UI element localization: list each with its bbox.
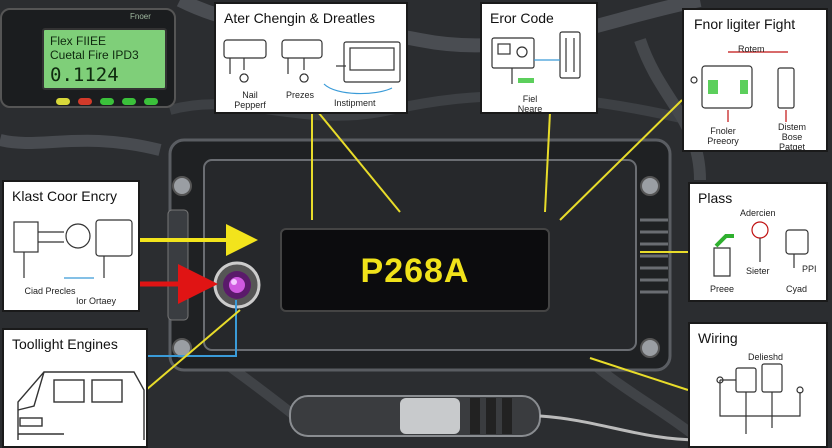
meter-led-green-2 [122, 98, 136, 105]
wiring-sketch-icon [716, 363, 804, 434]
panel-klast: Klast Coor Encry Ciad Precles Ior Ortaey [2, 180, 140, 312]
label-distem: Distem Bose Patget [777, 122, 806, 152]
error-code-sketch-icon [491, 31, 581, 84]
panel-title: Eror Code [490, 10, 554, 26]
label-ppi: PPI [802, 264, 817, 274]
van-icon [17, 371, 145, 440]
panel-title: Wiring [698, 330, 738, 346]
sensor-lens-icon [213, 261, 261, 309]
label-preee: Preee [710, 284, 735, 294]
label-ciad-precles: Ciad Precles [24, 286, 76, 296]
meter-led-yellow [56, 98, 70, 105]
label-cyad: Cyad [786, 284, 808, 294]
meter-led-green-3 [144, 98, 158, 105]
meter-lcd: Flex FIIEE Cuetal Fire IPD3 0.1124 [42, 28, 167, 90]
klast-sketch-icon [13, 219, 133, 279]
panel-after-changing: Ater Chengin & Dreatles Nail Pepperf Pre… [214, 2, 408, 114]
label-ior-ortaey: Ior Ortaey [76, 296, 117, 306]
label-prezes: Prezes [286, 90, 315, 100]
label-sieter: Sieter [746, 266, 770, 276]
panel-title: Fnor ligiter Fight [694, 16, 796, 32]
meter-line-2: Cuetal Fire IPD3 [50, 48, 139, 62]
label-rotem: Rotem [738, 44, 765, 54]
panel-frnor: Fnor ligiter Fight Rotem Fnoler Preeory … [682, 8, 828, 152]
error-code-value: P268A [360, 252, 470, 290]
label-delieshd: Delieshd [748, 352, 784, 362]
panel-toolight: Toollight Engines [2, 328, 148, 448]
meter-reading: 0.1124 [50, 64, 119, 86]
label-fiel-neare: Fiel Neare [517, 94, 543, 114]
label-instipment: Instipment [334, 98, 376, 108]
ecu-code-display: P268A [280, 228, 550, 312]
label-fnoler-preeory: Fnoler Preeory [707, 126, 739, 146]
frnor-sketch-icon [690, 51, 795, 122]
after-changing-sketch-icon [223, 39, 401, 95]
label-nail-pepperf: Nail Pepperf [234, 90, 266, 110]
panel-title: Ater Chengin & Dreatles [224, 10, 375, 26]
meter-line-1: Flex FIIEE [50, 34, 107, 48]
meter-brand: Fnoer [130, 12, 151, 21]
label-adercien: Adercien [740, 208, 776, 218]
panel-error-code: Eror Code Fiel Neare [480, 2, 598, 114]
plass-sketch-icon [713, 221, 809, 277]
panel-wiring: Wiring Delieshd [688, 322, 828, 448]
diagnostic-meter: Fnoer Flex FIIEE Cuetal Fire IPD3 0.1124 [0, 8, 176, 108]
panel-plass: Plass Adercien Sieter PPI Preee Cyad [688, 182, 828, 302]
panel-title: Toollight Engines [12, 336, 118, 352]
panel-title: Klast Coor Encry [12, 188, 118, 204]
meter-led-red [78, 98, 92, 105]
meter-led-green [100, 98, 114, 105]
panel-title: Plass [698, 190, 733, 206]
